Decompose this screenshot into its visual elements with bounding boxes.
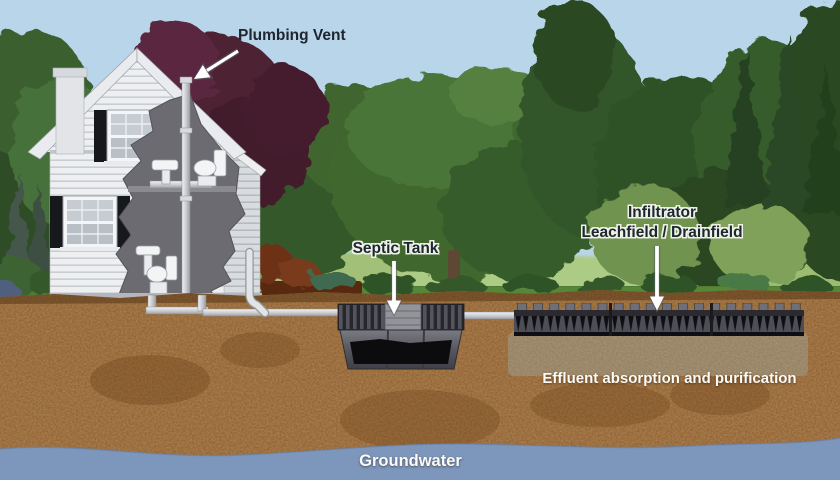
downspout	[245, 247, 270, 318]
tank-liquid	[350, 339, 452, 364]
septic-tank-arrow	[385, 261, 403, 317]
label-infiltrator: Infiltrator Leachfield / Drainfield	[537, 203, 787, 243]
conifer-trees	[4, 30, 840, 292]
label-infiltrator-line2: Leachfield / Drainfield	[581, 224, 743, 241]
downstairs-toilet	[146, 255, 178, 296]
chimney	[52, 67, 88, 155]
label-effluent: Effluent absorption and purification	[542, 370, 797, 387]
outlet-pipe	[459, 311, 519, 320]
house	[27, 47, 267, 298]
downstairs-sink	[135, 245, 161, 276]
label-groundwater: Groundwater	[359, 452, 462, 470]
septic-tank-illustration	[337, 303, 465, 370]
upstairs-toilet	[193, 149, 227, 187]
water-edge	[0, 437, 840, 457]
label-infiltrator-line1: Infiltrator	[627, 204, 697, 221]
leachfield-arrow	[648, 246, 666, 313]
label-septic-tank: Septic Tank	[352, 240, 439, 257]
plumbing-vent-arrow	[192, 48, 240, 81]
vent-stack-pipe	[179, 76, 193, 298]
label-plumbing-vent: Plumbing Vent	[238, 27, 346, 44]
upstairs-sink	[151, 159, 179, 185]
absorption-zone	[508, 332, 808, 376]
lower-window	[50, 195, 130, 251]
groundwater-water	[0, 438, 840, 480]
